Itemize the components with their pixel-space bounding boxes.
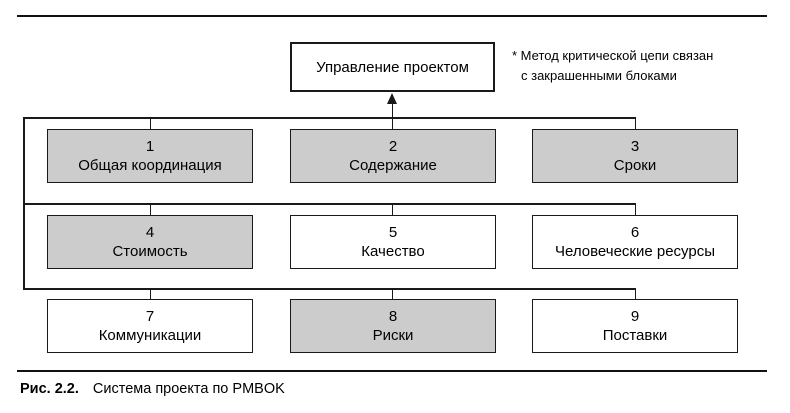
bottom-rule [17,370,767,372]
connector-tick-block3 [634,117,636,130]
block-number: 5 [388,224,398,241]
block-6-human-resources: 6 Человеческие ресурсы [532,215,738,269]
block-8-risks: 8 Риски [290,299,496,353]
connector-hline-row3 [23,288,636,290]
connector-left-spine [23,117,25,289]
connector-tick-block1 [149,117,151,130]
block-label: Стоимость [112,243,188,260]
figure-caption: Рис. 2.2. Система проекта по PMBOK [20,381,285,397]
block-label: Общая координация [78,157,222,174]
block-1-general-coordination: 1 Общая координация [47,129,253,183]
block-number: 6 [630,224,640,241]
block-number: 4 [145,224,155,241]
block-label: Человеческие ресурсы [555,243,715,260]
block-label: Качество [361,243,425,260]
footnote: * Метод критической цепи связан с закраш… [512,46,713,86]
arrow-stem-line [391,102,393,117]
block-number: 3 [630,138,640,155]
figure-caption-text: Система проекта по PMBOK [92,381,285,397]
block-number: 2 [388,138,398,155]
block-label: Коммуникации [98,327,202,344]
block-2-scope: 2 Содержание [290,129,496,183]
block-number: 7 [145,308,155,325]
footnote-line-1: * Метод критической цепи связан [512,48,714,63]
connector-tick-block8 [391,288,393,301]
connector-tick-block9 [634,288,636,301]
connector-tick-block6 [634,203,636,216]
connector-tick-block2 [391,117,393,130]
block-number: 1 [145,138,155,155]
block-5-quality: 5 Качество [290,215,496,269]
root-block-project-management: Управление проектом [290,42,495,92]
connector-tick-block5 [391,203,393,216]
top-rule [17,15,767,17]
block-label: Поставки [602,327,668,344]
figure-caption-number: Рис. 2.2. [20,381,79,397]
block-4-cost: 4 Стоимость [47,215,253,269]
connector-hline-row2 [23,203,636,205]
block-7-communications: 7 Коммуникации [47,299,253,353]
footnote-line-2: с закрашенными блоками [521,68,677,83]
connector-tick-block4 [149,203,151,216]
arrow-up-icon [386,93,397,104]
block-label: Риски [372,327,414,344]
block-number: 9 [630,308,640,325]
connector-tick-block7 [149,288,151,301]
block-9-procurement: 9 Поставки [532,299,738,353]
block-label: Сроки [613,157,657,174]
root-block-label: Управление проектом [316,58,469,76]
block-3-time: 3 Сроки [532,129,738,183]
connector-hline-row1 [23,117,636,119]
block-label: Содержание [349,157,437,174]
block-number: 8 [388,308,398,325]
